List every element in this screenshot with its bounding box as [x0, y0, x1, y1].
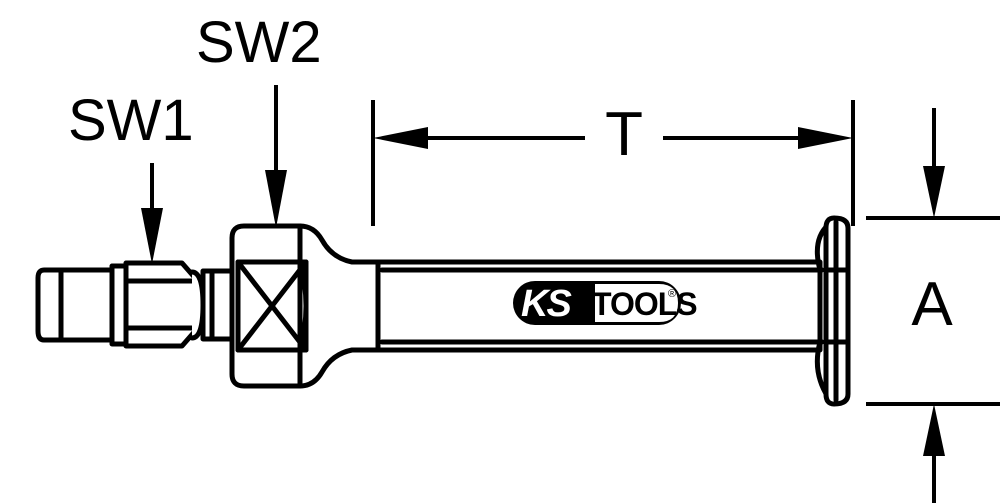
pin-tip-outline [35, 267, 115, 343]
callout-label-SW1: SW1 [68, 88, 194, 153]
ks-tools-logo: KS TOOLS ® [513, 281, 698, 325]
logo-trademark-symbol: ® [668, 288, 676, 300]
square-drive-block-outline [229, 223, 303, 389]
t-arrow-left-icon [373, 127, 428, 149]
square-recess-diagonal-b [235, 259, 309, 353]
a-arrow-top-icon [923, 166, 945, 218]
sw2-arrow-icon [265, 170, 287, 228]
hex-nut-outline [123, 260, 199, 349]
logo-text-ks: KS [521, 283, 571, 325]
square-recess-arc [297, 259, 309, 353]
dimension-label-A: A [911, 270, 953, 339]
dimension-T: T [371, 100, 855, 226]
drive-block-shoulder-top [297, 223, 381, 265]
logo-white-panel [595, 284, 678, 322]
callout-SW2: SW2 [196, 10, 322, 228]
tool-part-drawing [35, 215, 851, 407]
a-arrow-bottom-icon [923, 404, 945, 456]
sw1-arrow-icon [141, 208, 163, 264]
logo-text-tools: TOOLS [592, 286, 697, 322]
drive-block-shoulder-bottom [297, 347, 381, 389]
collar-body [200, 268, 237, 342]
t-arrow-right-icon [798, 127, 853, 149]
callout-label-SW2: SW2 [196, 10, 322, 75]
dimension-label-T: T [605, 100, 643, 169]
callout-SW1: SW1 [68, 88, 194, 264]
dimension-A: A [866, 108, 1000, 503]
